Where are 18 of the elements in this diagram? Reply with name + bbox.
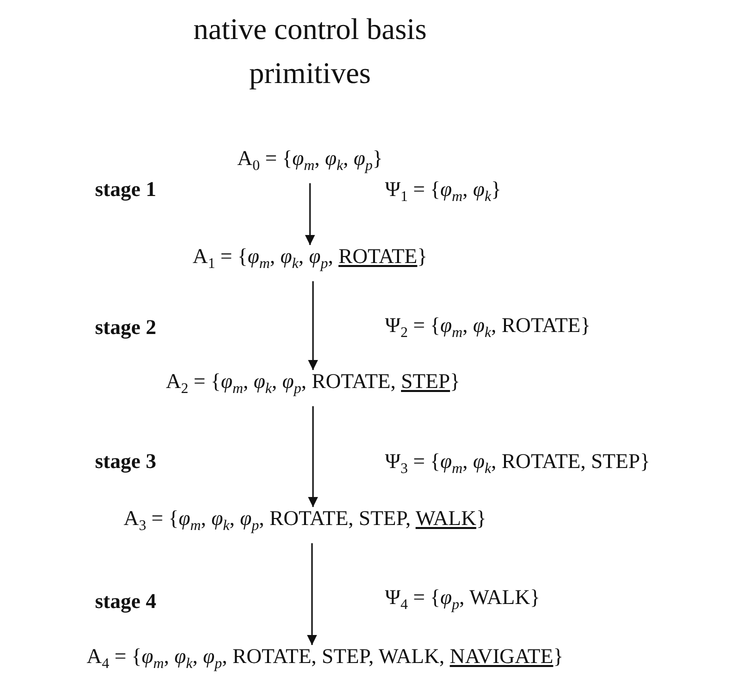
arrow <box>307 543 317 646</box>
stage-label: stage 1 <box>95 176 156 202</box>
arrow <box>305 183 315 246</box>
set-formula: A$_{2}$ = {φ$_{m}$, φ$_{k}$, φ$_{p}$, ROTATE, STEP} <box>166 368 460 402</box>
stage-label: stage 4 <box>95 588 156 614</box>
stage-label: stage 2 <box>95 314 156 340</box>
title: native control basis primitives <box>192 12 428 92</box>
formula-label: Ψ$_{1}$ = {φ$_{m}$, φ$_{k}$} <box>385 176 502 208</box>
formula-label: Ψ$_{3}$ = {φ$_{m}$, φ$_{k}$, ROTATE, STEP} <box>385 448 650 480</box>
set-formula: A$_{3}$ = {φ$_{m}$, φ$_{k}$, φ$_{p}$, ROTATE, STEP, WALK} <box>124 505 486 540</box>
stage-label: stage 3 <box>95 448 156 474</box>
arrow <box>308 406 318 508</box>
set-formula: A$_{4}$ = {φ$_{m}$, φ$_{k}$, φ$_{p}$, ROTATE, STEP, WALK, NAVIGATE} <box>86 643 564 678</box>
formula-label: Ψ$_{4}$ = {φ$_{p}$, WALK} <box>385 584 540 616</box>
arrow <box>308 281 318 370</box>
set-formula: A$_{1}$ = {φ$_{m}$, φ$_{k}$, φ$_{p}$, ROTATE} <box>192 243 428 278</box>
formula-label: Ψ$_{2}$ = {φ$_{m}$, φ$_{k}$, ROTATE} <box>385 312 591 344</box>
set-formula: A$_{0}$ = {φ$_{m}$, φ$_{k}$, φ$_{p}$} <box>237 145 383 180</box>
